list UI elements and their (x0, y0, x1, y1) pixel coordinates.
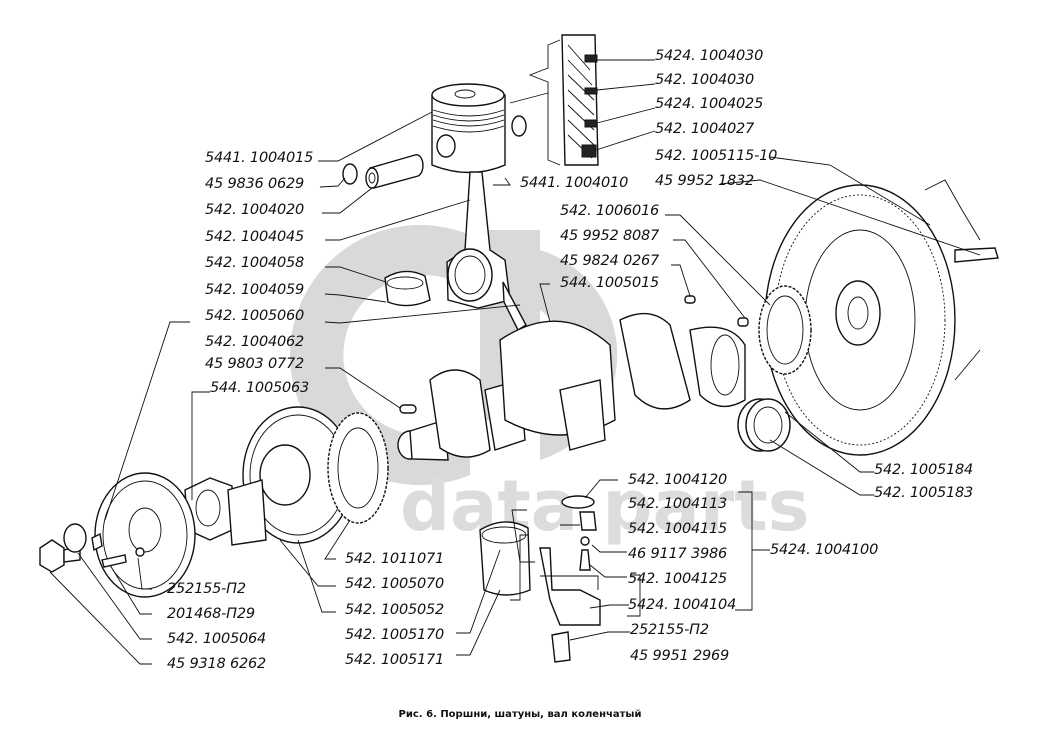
label-flywheel-bolt: 45 9952 1832 (655, 173, 755, 189)
label-washer-nozzle: 252155-П2 (630, 622, 709, 638)
label-gear-flywheel: 542. 1006016 (560, 203, 660, 219)
label-hub: 544. 1005063 (210, 380, 310, 396)
label-nozzle-assy: 5424. 1004100 (770, 542, 879, 558)
label-ring-oil-2: 542. 1004027 (655, 121, 755, 137)
label-thrust-bearing-1: 542. 1005184 (874, 462, 974, 478)
label-washer-front: 252155-П2 (167, 581, 246, 597)
label-rod-bearing-lower: 542. 1004059 (205, 282, 305, 298)
leader-lines (49, 59, 981, 665)
label-con-rod-assy: 5441. 1004010 (520, 175, 629, 191)
label-nozzle-tube: 5424. 1004104 (628, 597, 737, 613)
label-bolt-small: 201468-П29 (167, 606, 255, 622)
oil-nozzle-drawing (539, 495, 601, 663)
label-front-bolt: 45 9318 6262 (167, 656, 267, 672)
label-main-bearing-lower: 542. 1005171 (345, 652, 445, 668)
main-bearing-drawing (479, 521, 531, 596)
flywheel-drawing (764, 179, 999, 456)
label-nozzle-bolt: 45 9951 2969 (630, 648, 730, 664)
label-valve: 542. 1004115 (628, 521, 728, 537)
label-ring-oil-1: 5424. 1004025 (655, 96, 764, 112)
timing-gear-drawing (758, 285, 812, 375)
label-gear-front: 542. 1011071 (345, 551, 445, 567)
rod-bearing-drawing (384, 270, 431, 307)
label-ring-second-comp: 542. 1004030 (655, 72, 755, 88)
label-con-rod: 542. 1004045 (205, 229, 305, 245)
label-main-bearing-upper: 542. 1005170 (345, 627, 445, 643)
label-circlip: 45 9836 0629 (205, 176, 305, 192)
label-damper-hub: 542. 1005052 (345, 602, 445, 618)
label-key: 45 9803 0772 (205, 356, 305, 372)
label-washer-large: 542. 1005064 (167, 631, 267, 647)
piston-ring-section (509, 34, 599, 166)
watermark-text: data parts (400, 465, 809, 547)
label-nozzle-body: 542. 1004113 (628, 496, 728, 512)
crankshaft-drawing (397, 295, 749, 461)
label-pulley: 542. 1005060 (205, 308, 305, 324)
pulley-drawing (94, 472, 196, 598)
label-ball: 46 9117 3986 (628, 546, 728, 562)
label-rod-bearing-upper: 542. 1004058 (205, 255, 305, 271)
label-damper: 542. 1005070 (345, 576, 445, 592)
front-bolt-drawing (39, 523, 127, 573)
label-plate: 542. 1004120 (628, 472, 728, 488)
label-spring: 542. 1004125 (628, 571, 728, 587)
hub-drawing (184, 477, 267, 546)
label-thrust-bearing-2: 542. 1005183 (874, 485, 974, 501)
label-ring-top-comp: 5424. 1004030 (655, 48, 764, 64)
connecting-rod-drawing (446, 171, 527, 332)
label-crankshaft: 544. 1005015 (560, 275, 660, 291)
figure-caption: Рис. 6. Поршни, шатуны, вал коленчатый (398, 709, 642, 720)
piston-drawing (431, 83, 506, 174)
label-piston-pin: 542. 1004020 (205, 202, 305, 218)
front-damper-drawing (242, 406, 389, 544)
label-piston: 5441. 1004015 (205, 150, 314, 166)
label-rod-bolt: 542. 1004062 (205, 334, 305, 350)
label-flywheel: 542. 1005115-10 (655, 148, 778, 164)
label-pin-1: 45 9952 8087 (560, 228, 660, 244)
thrust-bearings-drawing (737, 398, 791, 452)
label-pin-2: 45 9824 0267 (560, 253, 660, 269)
piston-pin-drawing (342, 115, 527, 189)
